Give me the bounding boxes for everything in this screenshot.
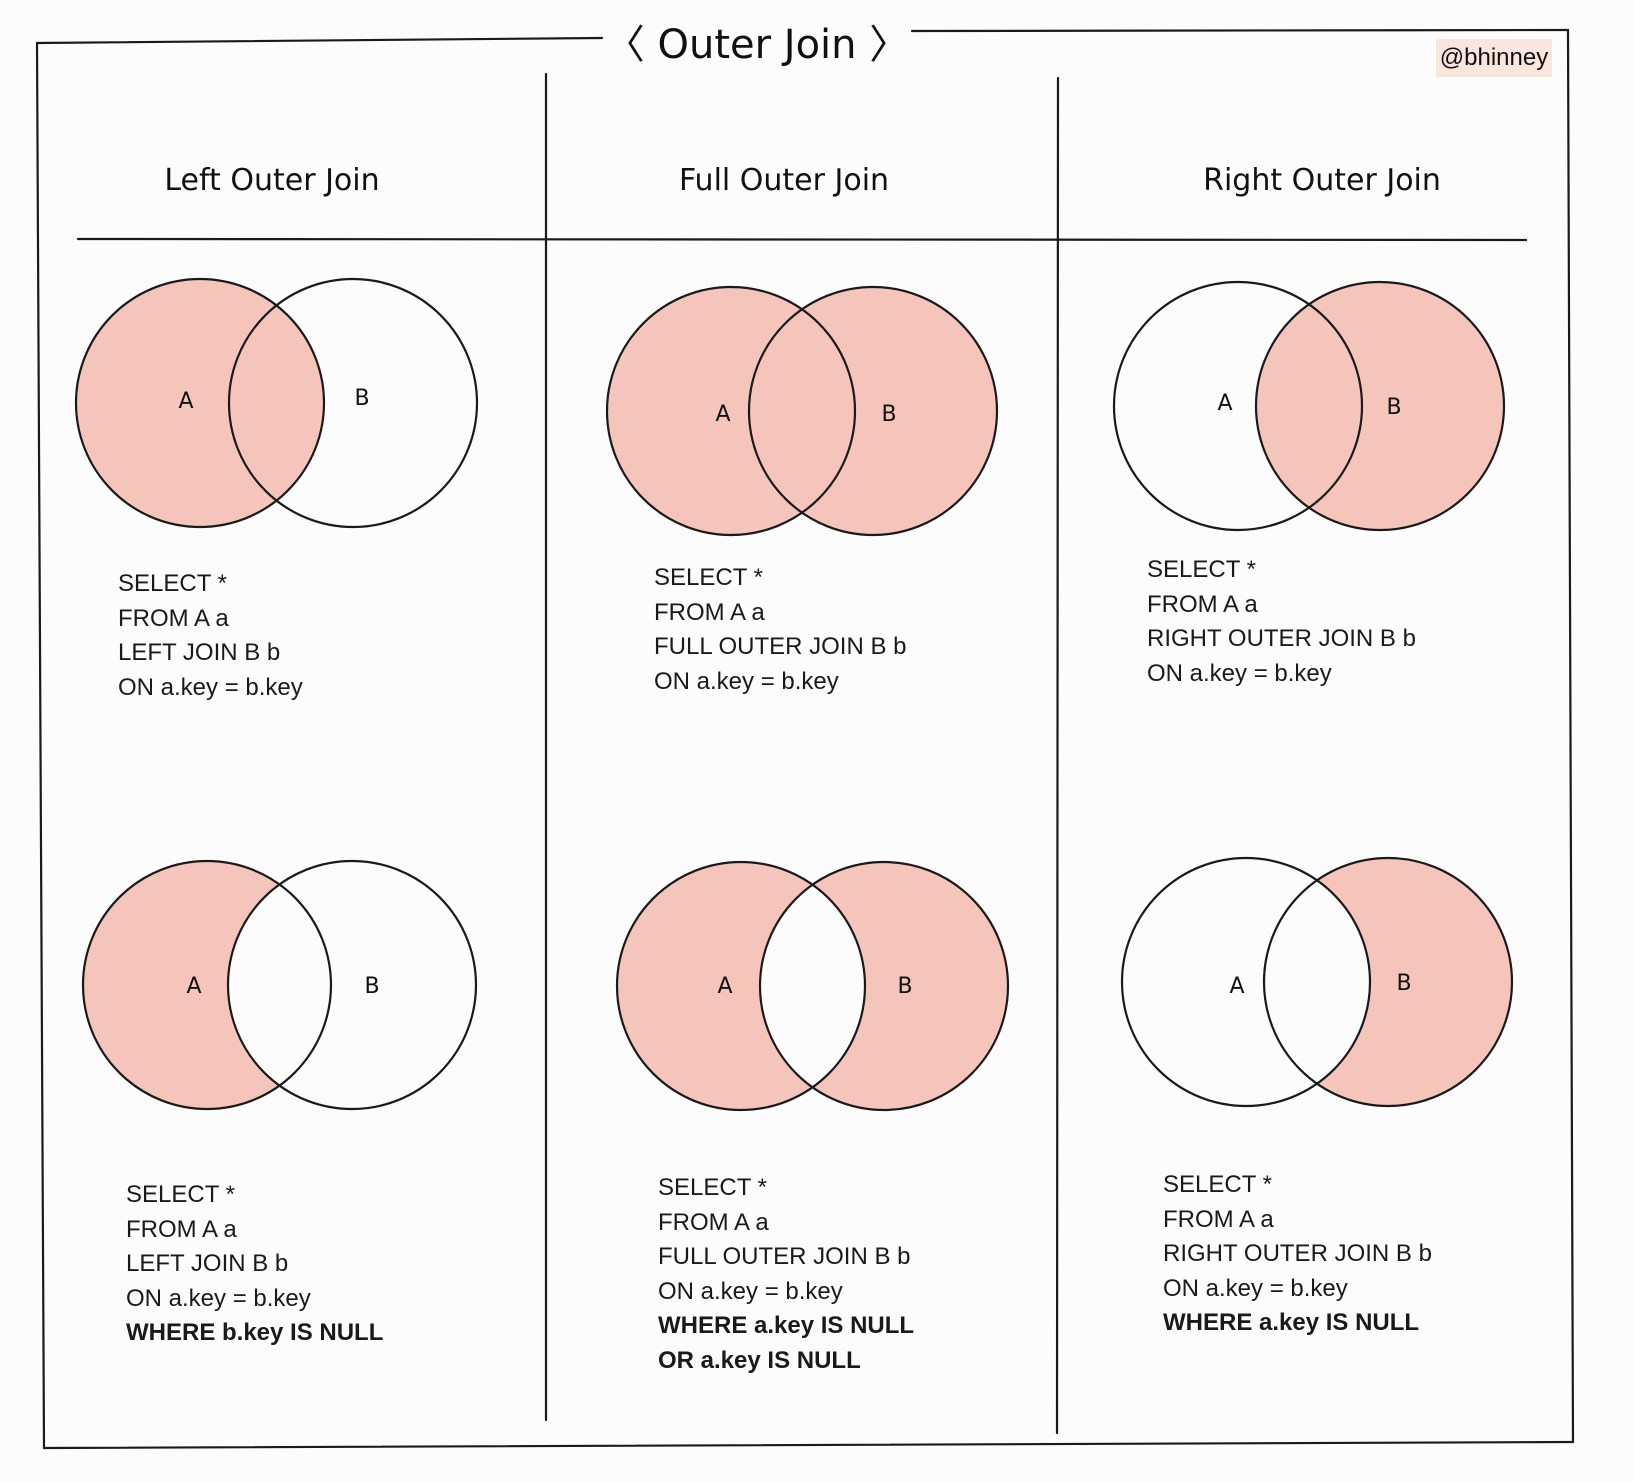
frame-top-right xyxy=(910,28,1570,33)
set-a-label: A xyxy=(186,974,201,999)
set-b-outline xyxy=(1254,280,1506,532)
sql-line: SELECT * xyxy=(1163,1171,1272,1198)
set-b-label: B xyxy=(881,402,896,427)
sql-line: FROM A a xyxy=(1163,1205,1274,1233)
set-b-label: B xyxy=(1396,971,1411,996)
set-a-outline xyxy=(1120,856,1372,1108)
sql-line: SELECT * xyxy=(1147,556,1256,583)
set-b-outline xyxy=(1262,856,1514,1108)
sql-line: FULL OUTER JOIN B b xyxy=(658,1243,911,1270)
sql-line: FROM A a xyxy=(654,598,765,626)
sql-query-2-0: SELECT * FROM A a RIGHT OUTER JOIN B b ON a… xyxy=(1147,553,1416,691)
sql-query-1-0: SELECT * FROM A a FULL OUTER JOIN B b ON a.… xyxy=(654,561,907,699)
set-b-outline xyxy=(747,285,999,537)
sql-line: SELECT * xyxy=(118,570,227,597)
set-b-label: B xyxy=(897,974,912,999)
sql-line: LEFT JOIN B b xyxy=(118,639,281,666)
set-a-label: A xyxy=(715,402,730,427)
sql-line: FROM A a xyxy=(1147,590,1258,618)
sql-line: FULL OUTER JOIN B b xyxy=(654,633,907,660)
set-a-label: A xyxy=(717,974,732,999)
page-title: 〈 Outer Join 〉 xyxy=(605,22,909,68)
set-b-label: B xyxy=(1386,395,1401,420)
intersection-region xyxy=(1264,880,1371,1084)
sql-query-0-1: SELECT * FROM A a LEFT JOIN B b ON a.key = … xyxy=(126,1178,383,1351)
set-a-outline xyxy=(81,859,333,1111)
set-a-outline xyxy=(605,285,857,537)
header-rule xyxy=(76,237,1528,242)
frame-left xyxy=(35,41,46,1450)
column-divider-2 xyxy=(1055,76,1060,1435)
column-header-full: Full Outer Join xyxy=(679,163,889,198)
sql-line-condition: OR a.key IS NULL xyxy=(658,1346,861,1374)
set-a-label: A xyxy=(1217,391,1232,416)
set-a-label: A xyxy=(1229,974,1244,999)
author-watermark: @bhinney xyxy=(1436,39,1552,77)
sql-line: ON a.key = b.key xyxy=(658,1277,843,1305)
sql-line: ON a.key = b.key xyxy=(1147,659,1332,687)
sql-line: FROM A a xyxy=(658,1208,769,1236)
sql-line: ON a.key = b.key xyxy=(654,667,839,695)
sql-line: RIGHT OUTER JOIN B b xyxy=(1147,625,1416,652)
set-a-outline xyxy=(1112,280,1364,532)
sql-line: ON a.key = b.key xyxy=(118,673,303,701)
intersection-region xyxy=(749,309,855,513)
sql-line: FROM A a xyxy=(126,1215,237,1243)
set-b-outline xyxy=(227,277,479,529)
intersection-region xyxy=(1256,304,1362,508)
grid-lines xyxy=(76,72,1528,1435)
intersection-region xyxy=(228,884,331,1086)
sql-line: ON a.key = b.key xyxy=(1163,1274,1348,1302)
intersection-region xyxy=(229,305,324,501)
sql-line-condition: WHERE a.key IS NULL xyxy=(1163,1309,1420,1336)
sql-query-0-0: SELECT * FROM A a LEFT JOIN B b ON a.key = … xyxy=(118,567,303,705)
set-b-outline xyxy=(758,860,1010,1112)
sql-line: LEFT JOIN B b xyxy=(126,1250,289,1277)
set-a-outline xyxy=(615,860,867,1112)
frame-bottom xyxy=(42,1440,1575,1450)
set-b-label: B xyxy=(354,386,369,411)
sql-line: SELECT * xyxy=(126,1181,235,1208)
sql-line: ON a.key = b.key xyxy=(126,1284,311,1312)
frame-right xyxy=(1566,28,1575,1444)
column-header-right: Right Outer Join xyxy=(1203,163,1441,198)
set-a-outline xyxy=(74,277,326,529)
sql-query-2-1: SELECT * FROM A a RIGHT OUTER JOIN B b ON a… xyxy=(1163,1168,1432,1341)
set-b-label: B xyxy=(364,974,379,999)
set-b-outline xyxy=(226,859,478,1111)
frame xyxy=(35,28,1575,1450)
set-a-label: A xyxy=(178,389,193,414)
sql-line: RIGHT OUTER JOIN B b xyxy=(1163,1240,1432,1267)
sql-query-1-1: SELECT * FROM A a FULL OUTER JOIN B b ON a.… xyxy=(658,1171,914,1378)
frame-top-left xyxy=(35,36,604,45)
sql-line-condition: WHERE a.key IS NULL xyxy=(658,1312,915,1339)
sql-line: SELECT * xyxy=(658,1174,767,1201)
sql-line-condition: WHERE b.key IS NULL xyxy=(126,1319,384,1346)
column-header-left: Left Outer Join xyxy=(164,163,379,198)
sql-line: SELECT * xyxy=(654,564,763,591)
intersection-region xyxy=(760,884,865,1088)
sql-line: FROM A a xyxy=(118,604,229,632)
